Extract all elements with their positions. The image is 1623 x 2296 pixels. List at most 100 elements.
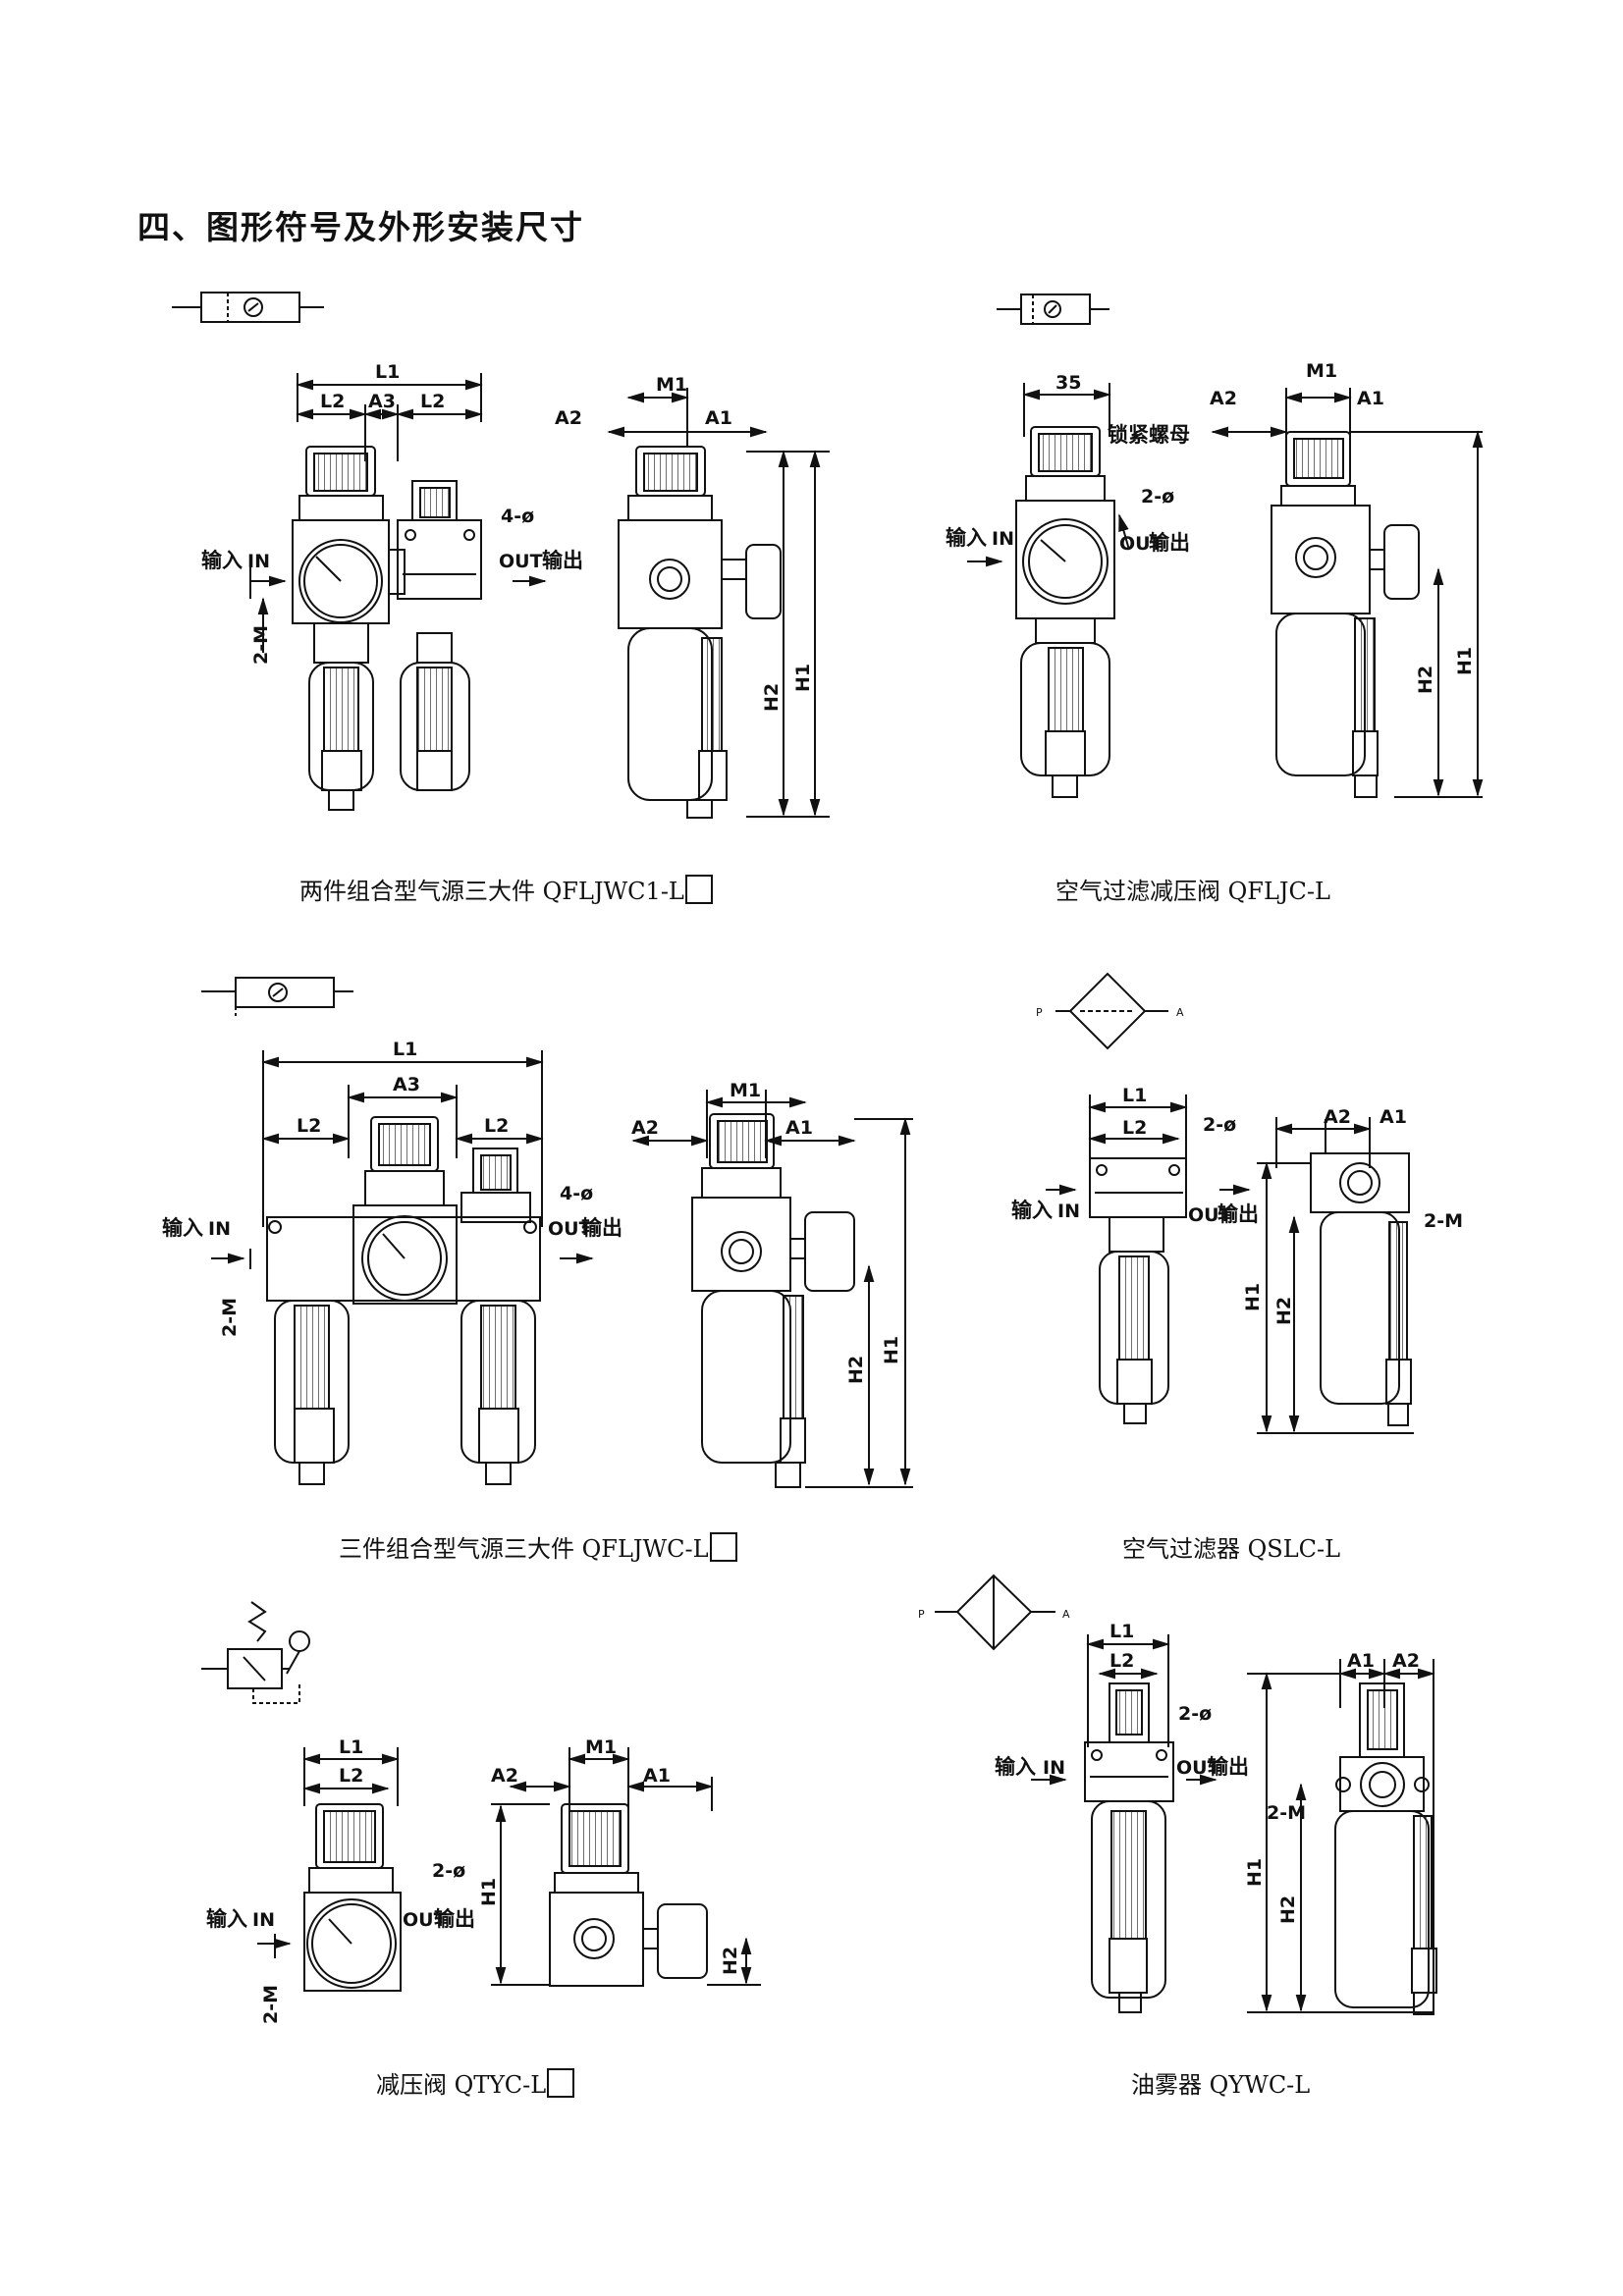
caption-qtyc: 减压阀 QTYC-L (376, 2065, 575, 2100)
label-input: 输入 (206, 1907, 247, 1931)
dim-a2: A2 (1210, 388, 1237, 409)
dim-l2: L2 (297, 1115, 321, 1137)
label-in: IN (1057, 1201, 1080, 1222)
label-p: P (918, 1608, 925, 1621)
dim-l1: L1 (1122, 1085, 1147, 1106)
dim-2m: 2-M (250, 625, 272, 665)
dim-l2: L2 (339, 1765, 363, 1787)
label-holes: 2-ø (1141, 486, 1174, 507)
dim-l2: L2 (420, 391, 445, 412)
dim-35: 35 (1055, 372, 1081, 394)
dim-2m: 2-M (260, 1985, 282, 2024)
dim-a2: A2 (1392, 1650, 1420, 1672)
dim-l2: L2 (1122, 1117, 1147, 1139)
label-input: 输入 (946, 526, 987, 550)
dim-a2: A2 (631, 1117, 659, 1139)
dim-a1: A1 (1357, 388, 1384, 409)
dim-l1: L1 (339, 1736, 363, 1758)
dim-h1: H1 (1244, 1858, 1266, 1887)
dim-a1: A1 (705, 407, 732, 429)
label-lock-nut: 锁紧螺母 (1108, 423, 1190, 447)
caption-qfljc: 空气过滤减压阀 QFLJC-L (1055, 878, 1330, 905)
model-suffix-box (547, 2068, 575, 2098)
label-output: 输出 (542, 549, 583, 572)
drawing-qfljwc (201, 977, 913, 1488)
label-input: 输入 (995, 1755, 1036, 1779)
label-in: IN (252, 1909, 275, 1931)
label-in: IN (992, 528, 1014, 550)
dim-l2: L2 (320, 391, 345, 412)
dim-h2: H2 (1273, 1297, 1295, 1325)
symbol-qslc (1055, 972, 1168, 1050)
dim-a1: A1 (643, 1765, 671, 1787)
caption-qfljwc1: 两件组合型气源三大件 QFLJWC1-L (299, 872, 713, 906)
label-out: OUT (548, 1218, 592, 1240)
label-in: IN (247, 551, 270, 572)
drawing-qywc (935, 1574, 1437, 2015)
dim-h2: H2 (1277, 1896, 1299, 1924)
dim-a1: A1 (785, 1117, 813, 1139)
dim-h1: H1 (1454, 647, 1476, 675)
dim-m1: M1 (585, 1736, 617, 1758)
label-holes: 4-ø (501, 506, 534, 527)
symbol-qfljc (997, 294, 1109, 325)
dim-a1: A1 (1380, 1106, 1407, 1128)
dim-l2: L2 (484, 1115, 509, 1137)
dim-m1: M1 (730, 1080, 761, 1101)
dim-a2: A2 (1324, 1106, 1351, 1128)
dim-l1: L1 (1109, 1621, 1134, 1642)
caption-qywc: 油雾器 QYWC-L (1131, 2071, 1311, 2099)
dim-2m: 2-M (219, 1298, 241, 1337)
label-out: OUT (1176, 1757, 1220, 1779)
dim-a2: A2 (491, 1765, 518, 1787)
dim-2m: 2-M (1424, 1210, 1463, 1232)
dim-a3: A3 (368, 391, 396, 412)
dim-l2: L2 (1109, 1650, 1134, 1672)
caption-qfljwc: 三件组合型气源三大件 QFLJWC-L (339, 1529, 737, 1564)
model-suffix-box (709, 1532, 737, 1562)
dim-2m: 2-M (1267, 1802, 1306, 1824)
dim-a3: A3 (393, 1074, 420, 1095)
dim-h1: H1 (1242, 1283, 1264, 1311)
drawing-qtyc (201, 1601, 761, 1992)
symbol-qywc (935, 1574, 1055, 1651)
symbol-qfljwc1 (172, 292, 324, 323)
symbol-qfljwc (201, 977, 353, 1019)
label-out: OUT (1188, 1204, 1232, 1226)
label-out: OUT (403, 1909, 447, 1931)
label-input: 输入 (1011, 1199, 1053, 1222)
label-holes: 2-ø (1178, 1703, 1212, 1725)
label-holes: 4-ø (560, 1183, 593, 1204)
dim-m1: M1 (1306, 360, 1337, 382)
label-input: 输入 (201, 549, 243, 572)
label-in: IN (208, 1218, 231, 1240)
label-holes: 2-ø (432, 1860, 465, 1882)
dim-h2: H2 (761, 683, 783, 712)
label-output: 输出 (434, 1907, 475, 1931)
dim-h1: H1 (792, 664, 814, 692)
dim-h2: H2 (1415, 666, 1436, 694)
label-out: OUT (499, 551, 543, 572)
label-output: 输出 (1208, 1755, 1249, 1779)
dim-h2: H2 (720, 1947, 741, 1975)
caption-qslc: 空气过滤器 QSLC-L (1122, 1535, 1341, 1563)
dim-l1: L1 (375, 361, 400, 383)
label-a: A (1176, 1006, 1184, 1019)
dim-a2: A2 (555, 407, 582, 429)
drawing-qfljc (967, 294, 1484, 798)
drawing-qslc (1046, 972, 1414, 1434)
dim-l1: L1 (393, 1039, 417, 1060)
label-out: OUT (1119, 533, 1163, 555)
label-holes: 2-ø (1203, 1114, 1236, 1136)
page-title: 四、图形符号及外形安装尺寸 (137, 208, 584, 246)
dim-a1: A1 (1347, 1650, 1375, 1672)
label-output: 输出 (1217, 1202, 1259, 1226)
symbol-qtyc (201, 1601, 310, 1704)
label-a: A (1062, 1608, 1070, 1621)
dim-h1: H1 (881, 1336, 902, 1364)
label-p: P (1036, 1006, 1043, 1019)
dim-h2: H2 (845, 1356, 867, 1384)
dim-m1: M1 (656, 374, 687, 396)
label-in: IN (1043, 1757, 1065, 1779)
